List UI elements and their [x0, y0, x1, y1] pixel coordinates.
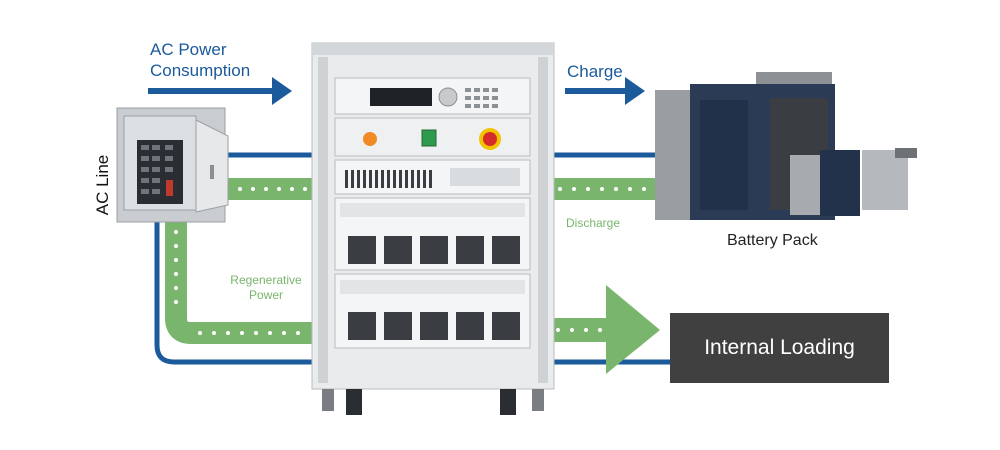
- battery-pack-label: Battery Pack: [727, 232, 818, 249]
- regen-band-top: [228, 178, 318, 200]
- equipment-rack: [311, 42, 555, 415]
- internal-loading-label: Internal Loading: [704, 336, 855, 359]
- ac-power-arrow: [148, 77, 292, 105]
- charge-label: Charge: [567, 62, 623, 81]
- discharge-label: Discharge: [566, 216, 621, 230]
- ac-line-wire-bottom: [154, 215, 670, 365]
- regenerative-label-line1: Regenerative: [230, 273, 302, 287]
- breaker-panel: [116, 107, 229, 223]
- internal-loading-box: Internal Loading: [670, 313, 889, 383]
- regenerative-label-line2: Power: [248, 288, 283, 302]
- ac-power-label-line2: Consumption: [150, 61, 251, 80]
- regen-band-left: [165, 222, 318, 344]
- loading-arrow-head: [606, 285, 660, 374]
- ac-power-label-line1: AC Power: [150, 40, 227, 59]
- ac-line-label: AC Line: [93, 154, 112, 216]
- battery-pack: [655, 72, 917, 220]
- charge-arrow: [565, 77, 645, 105]
- flow-dots: [174, 187, 646, 335]
